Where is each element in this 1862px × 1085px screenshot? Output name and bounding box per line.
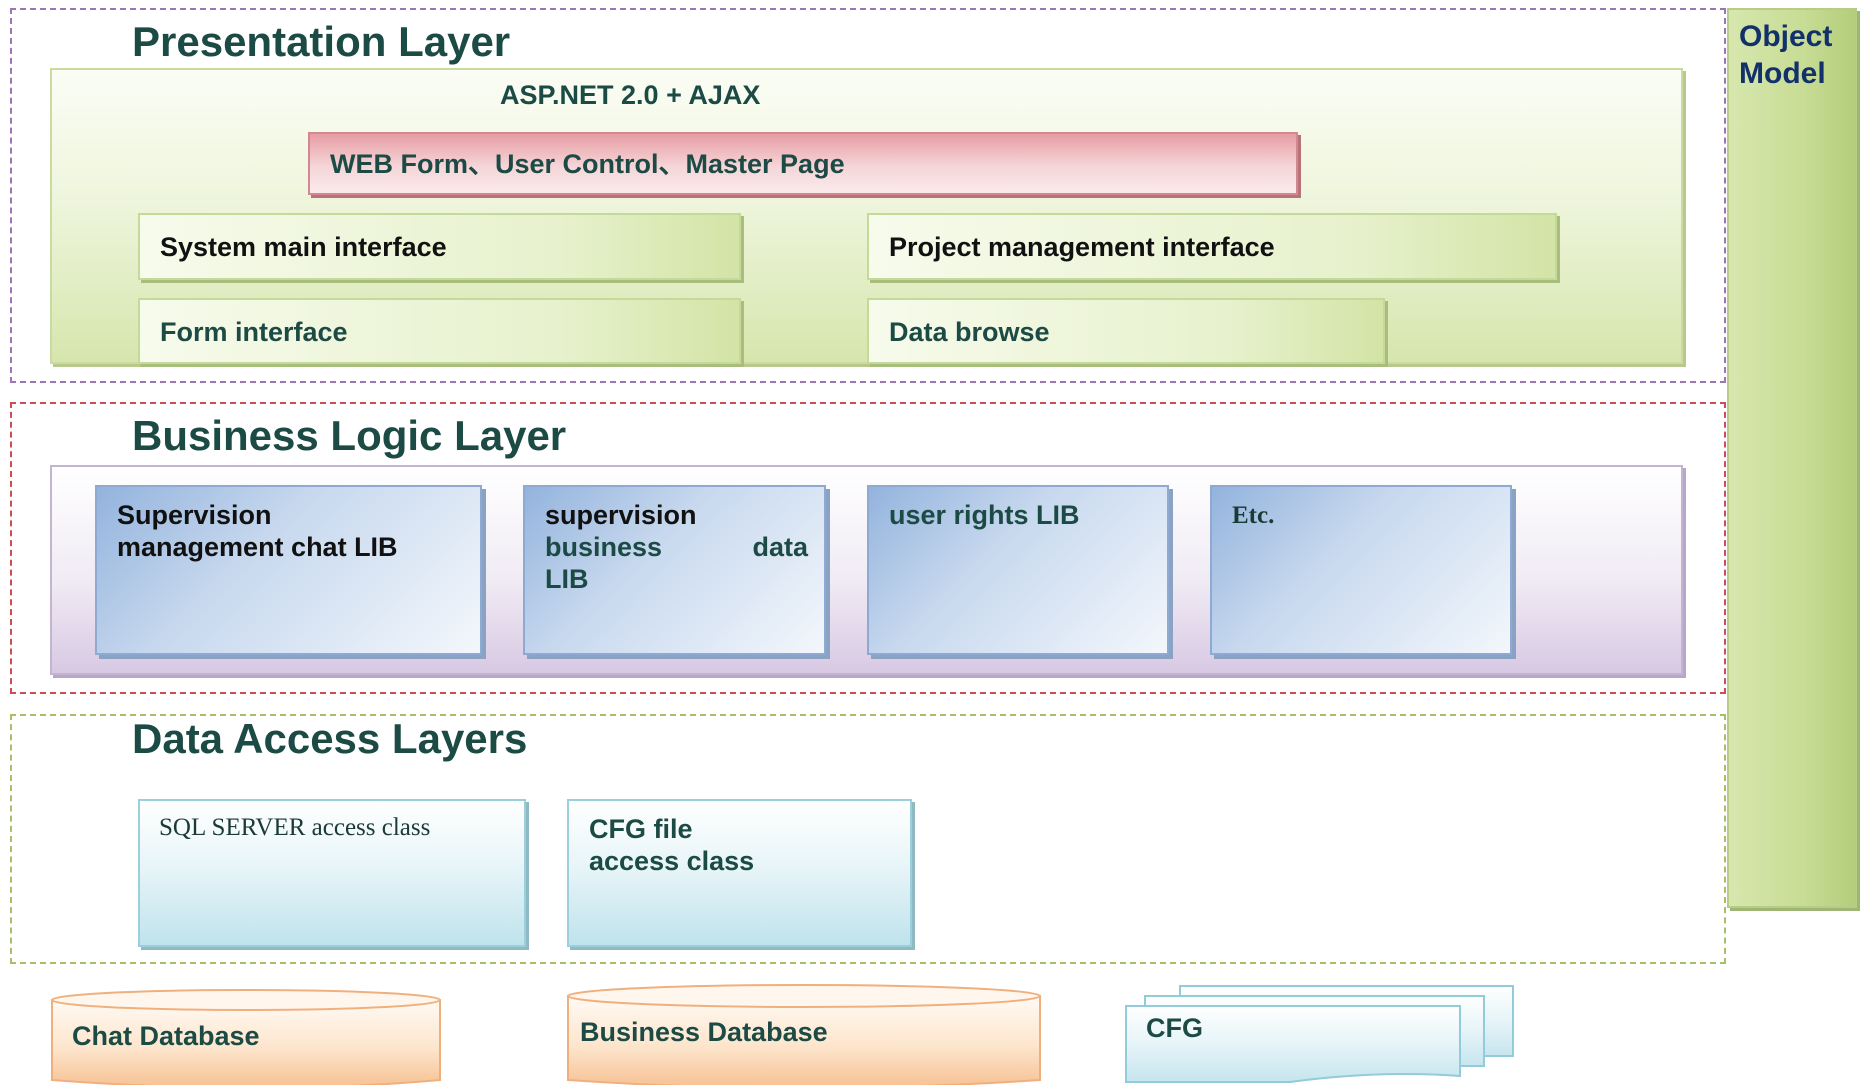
sql-server-access-class-box: SQL SERVER access class [138,799,526,947]
cfg-documents-stack [1125,985,1514,1083]
project-management-interface-box: Project management interface [867,213,1557,280]
etc-lib-box: Etc. [1210,485,1512,655]
user-rights-lib-label: user rights LIB [889,500,1080,530]
business-logic-layer-region [10,402,1726,694]
web-form-bar: WEB Form、User Control、Master Page [308,132,1298,195]
supervision-business-data-lib-box: supervision business data LIB [523,485,826,655]
object-model-bar: Object Model [1727,8,1857,908]
system-main-interface-label: System main interface [160,232,447,262]
business-database-cylinder [567,984,1041,1085]
framework-label: ASP.NET 2.0 + AJAX [500,80,761,110]
presentation-layer-region [10,8,1726,383]
data-browse-label: Data browse [889,317,1050,347]
form-interface-box: Form interface [138,298,741,364]
supervision-chat-lib-box: Supervision management chat LIB [95,485,482,655]
data-browse-box: Data browse [867,298,1385,364]
presentation-layer-title: Presentation Layer [132,18,511,65]
web-form-label: WEB Form、User Control、Master Page [330,149,845,179]
object-model-line1: Object [1739,20,1833,53]
cfg-label: CFG [1146,1013,1203,1043]
business-layer-title: Business Logic Layer [132,412,567,459]
supervision-business-data-lib-label: supervision business data LIB [545,499,808,595]
cfg-file-access-line1: CFG file [589,814,693,844]
supervision-business-data-lib-line1: supervision [545,500,697,530]
chat-database-label: Chat Database [72,1021,260,1051]
user-rights-lib-box: user rights LIB [867,485,1169,655]
sql-server-access-class-label: SQL SERVER access class [159,814,431,841]
form-interface-label: Form interface [160,317,348,347]
supervision-chat-lib-label: Supervision management chat LIB [117,499,398,563]
data-access-layer-title: Data Access Layers [132,715,528,762]
supervision-chat-lib-line2: management chat LIB [117,532,398,562]
cfg-file-access-class-box: CFG file access class [567,799,912,947]
supervision-chat-lib-line1: Supervision [117,500,272,530]
system-main-interface-box: System main interface [138,213,741,280]
project-management-interface-label: Project management interface [889,232,1275,262]
data-word: data [752,532,808,562]
object-model-line2: Model [1739,57,1826,90]
supervision-business-data-lib-line3: LIB [545,564,589,594]
etc-label: Etc. [1232,502,1275,529]
supervision-business-data-lib-line2: business data [545,531,808,563]
cfg-file-access-class-label: CFG file access class [589,813,754,877]
chat-database-cylinder [51,989,441,1085]
data-access-layer-region [10,714,1726,964]
business-word: business [545,532,663,562]
business-database-label: Business Database [580,1017,828,1047]
cfg-file-access-line2: access class [589,846,755,876]
object-model-label: Object Model [1739,18,1832,92]
